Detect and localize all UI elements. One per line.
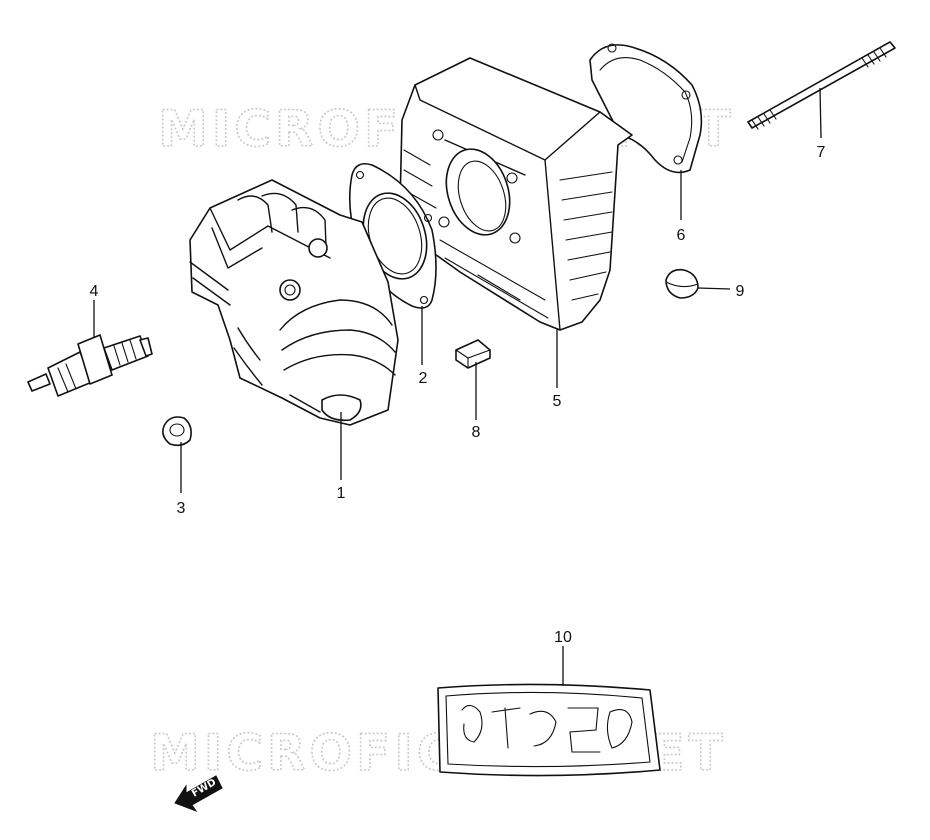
part-7-stud-bolt[interactable] (747, 41, 896, 130)
callout-8: 8 (472, 424, 481, 441)
callout-4: 4 (90, 283, 99, 300)
leader-9 (697, 287, 731, 290)
part-5-cylinder[interactable] (399, 57, 633, 331)
callout-6: 6 (677, 227, 686, 244)
callout-5: 5 (553, 393, 562, 410)
part-6-gasket[interactable] (589, 43, 703, 174)
leader-7 (819, 87, 822, 139)
part-2-head-gasket[interactable] (348, 162, 437, 309)
part-9-cap[interactable] (665, 268, 699, 299)
callout-2: 2 (419, 370, 428, 387)
callout-7: 7 (817, 144, 826, 161)
part-10-label[interactable] (437, 683, 661, 777)
part-4-spark-plug[interactable] (27, 334, 153, 397)
callout-1: 1 (337, 485, 346, 502)
callout-3: 3 (177, 500, 186, 517)
callout-10: 10 (554, 629, 572, 646)
part-1-cylinder-head[interactable] (189, 179, 399, 426)
callout-9: 9 (736, 283, 745, 300)
part-8-pad[interactable] (455, 339, 491, 369)
part-3-nut[interactable] (162, 416, 192, 447)
